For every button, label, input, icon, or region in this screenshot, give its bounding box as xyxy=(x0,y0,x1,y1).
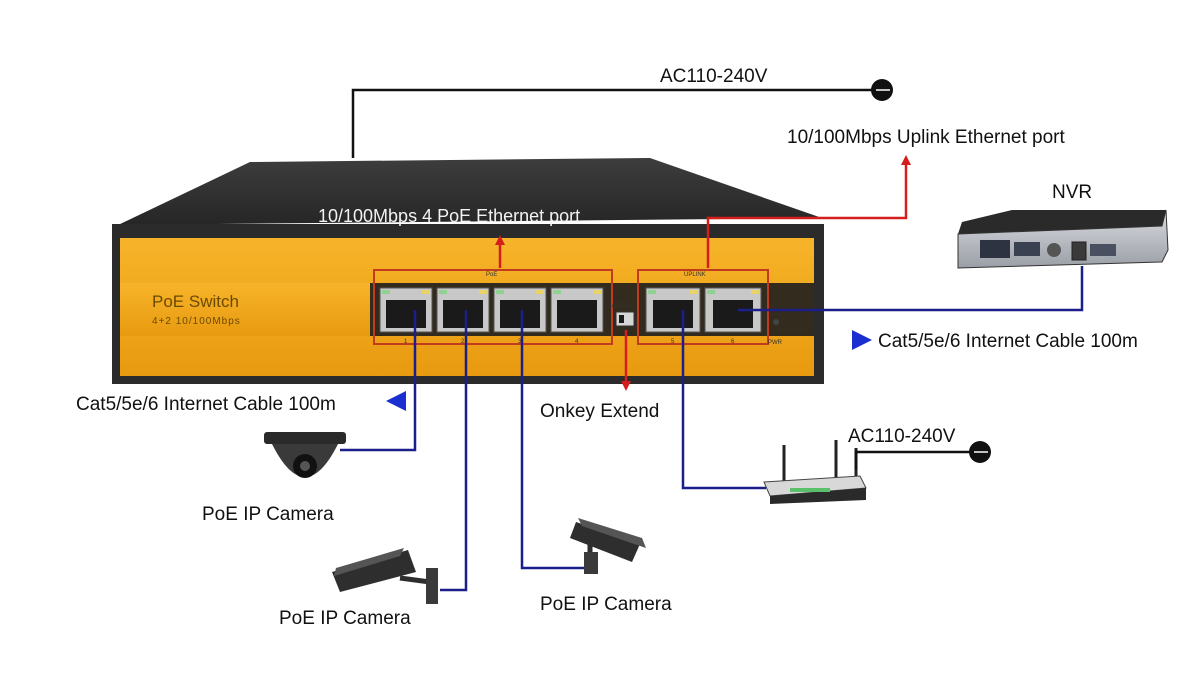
power-cable-top xyxy=(351,79,893,158)
cable-right-pointer-icon xyxy=(852,330,872,350)
dome-camera-icon xyxy=(264,432,346,478)
camera-2-label: PoE IP Camera xyxy=(279,608,411,629)
router-device xyxy=(763,440,867,504)
power-cable-router xyxy=(854,441,991,470)
switch-brand: PoE Switch xyxy=(152,292,239,311)
cable-port6-to-nvr xyxy=(738,266,1084,312)
port-number-2: 2 xyxy=(461,339,465,345)
dip-switch[interactable] xyxy=(615,311,635,327)
port-number-1: 1 xyxy=(404,339,408,345)
cable-left-label: Cat5/5e/6 Internet Cable 100m xyxy=(76,394,336,415)
cable-port2-to-camera-2 xyxy=(440,310,468,592)
nvr-label: NVR xyxy=(1052,182,1092,203)
onkey-label: Onkey Extend xyxy=(540,401,659,422)
dip-switch-label: OFF ON xyxy=(612,304,635,310)
rj45-port-1[interactable] xyxy=(379,287,433,333)
poe-ports-label: 10/100Mbps 4 PoE Ethernet port xyxy=(318,206,580,226)
cable-right-label: Cat5/5e/6 Internet Cable 100m xyxy=(878,331,1138,352)
rj45-port-6[interactable] xyxy=(704,287,762,333)
camera-3-label: PoE IP Camera xyxy=(540,594,672,615)
bullet-camera-icon-1 xyxy=(332,548,438,604)
rj45-port-2[interactable] xyxy=(436,287,490,333)
power-label-top: AC110-240V xyxy=(660,66,768,87)
cable-port1-to-camera-1 xyxy=(340,310,417,452)
uplink-port-label: 10/100Mbps Uplink Ethernet port xyxy=(787,127,1065,148)
rj45-port-5[interactable] xyxy=(645,287,701,333)
port-number-6: 6 xyxy=(731,339,735,345)
uplink-group-label: UPLINK xyxy=(684,272,706,278)
poe-port-group xyxy=(373,269,613,345)
rj45-port-4[interactable] xyxy=(550,287,604,333)
port-number-3: 3 xyxy=(518,339,522,345)
cable-port5-to-router xyxy=(681,310,766,490)
uplink-arrow xyxy=(706,155,911,268)
port-number-4: 4 xyxy=(575,339,579,345)
power-label-router: AC110-240V xyxy=(848,426,956,447)
pwr-label: PWR xyxy=(768,340,783,346)
cable-left-pointer-icon xyxy=(386,391,406,411)
rj45-port-3[interactable] xyxy=(493,287,547,333)
uplink-port-group xyxy=(637,269,769,345)
cable-port3-to-camera-3 xyxy=(520,310,586,570)
power-led xyxy=(773,319,779,325)
poe-switch: PoE Switch 4+2 10/100Mbps PoE UPLINK xyxy=(112,158,824,384)
nvr-device xyxy=(957,209,1169,269)
camera-1-label: PoE IP Camera xyxy=(202,504,334,525)
port-number-5: 5 xyxy=(671,339,675,345)
switch-model: 4+2 10/100Mbps xyxy=(152,316,241,327)
poe-group-label: PoE xyxy=(486,272,497,278)
bullet-camera-icon-2 xyxy=(570,518,646,574)
